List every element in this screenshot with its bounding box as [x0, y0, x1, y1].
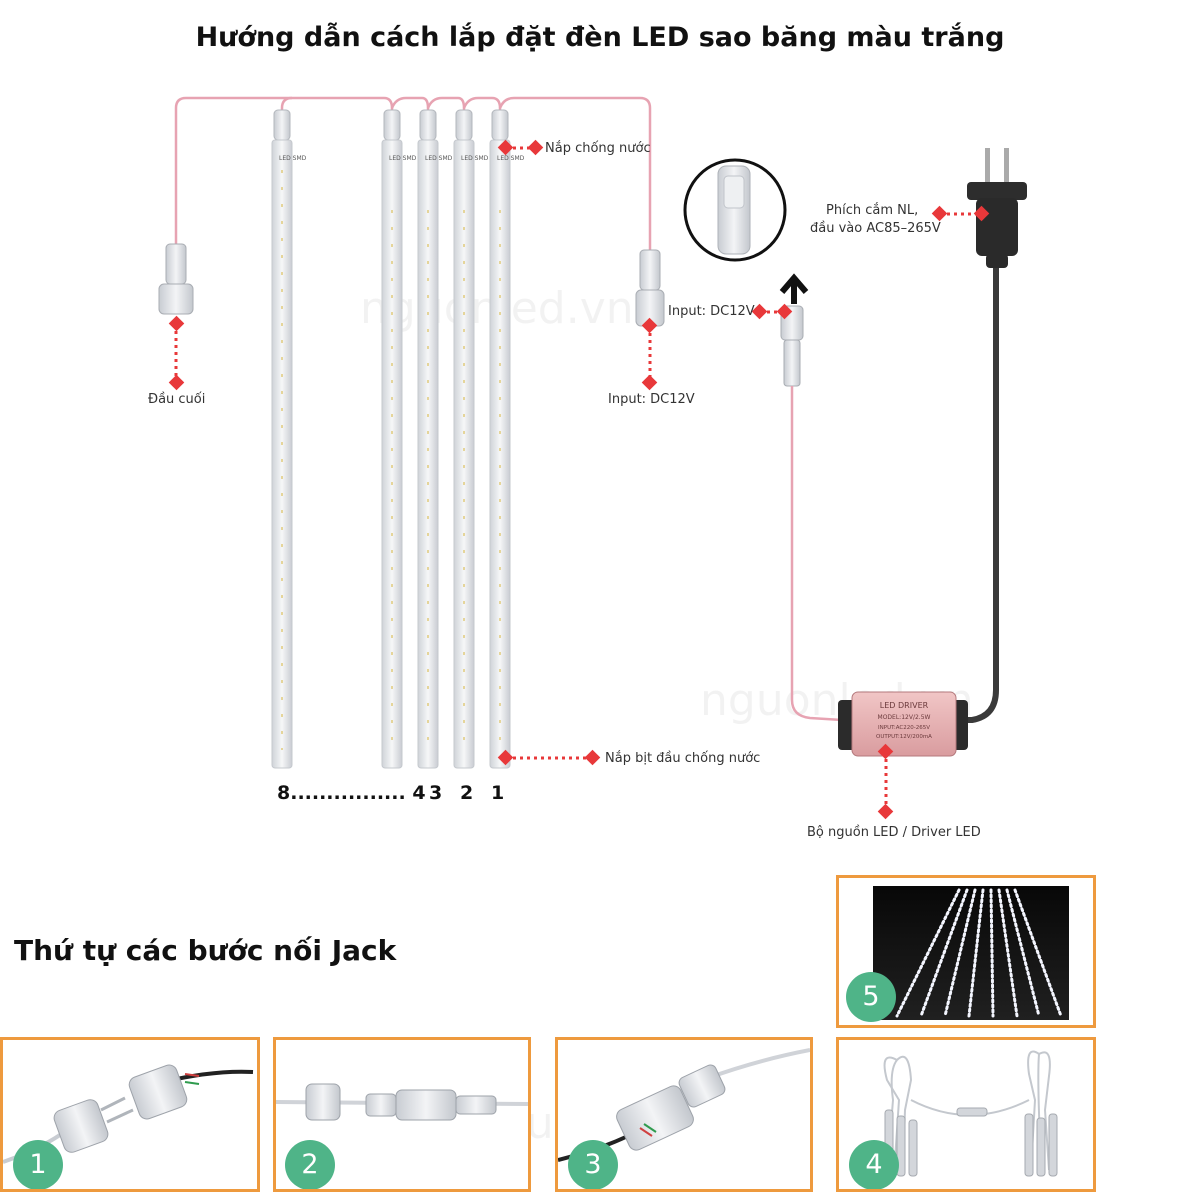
- tube-print-1: LED SMD: [497, 155, 525, 162]
- driver-label-3: INPUT:AC220-265V: [878, 725, 930, 731]
- tube-3: [418, 110, 438, 768]
- step-panel-2: 2: [273, 1037, 531, 1192]
- tube-number-2: 2: [460, 782, 473, 804]
- tube-print-4: LED SMD: [389, 155, 417, 162]
- tube-print-3: LED SMD: [425, 155, 453, 162]
- driver-label-1: LED DRIVER: [880, 701, 929, 710]
- label-input-left: Input: DC12V: [608, 392, 695, 407]
- power-cord: [962, 265, 996, 720]
- step-panel-5: 5: [836, 875, 1096, 1028]
- power-plug: [967, 148, 1027, 268]
- top-wiring: [176, 98, 650, 250]
- step-badge-2: 2: [285, 1140, 335, 1190]
- step-badge-1: 1: [13, 1140, 63, 1190]
- driver-label-4: OUTPUT:12V/200mA: [876, 734, 932, 740]
- label-driver: Bộ nguồn LED / Driver LED: [807, 825, 981, 840]
- step-badge-3: 3: [568, 1140, 618, 1190]
- driver-dc-wire: [792, 386, 842, 720]
- step-panel-1: 1: [0, 1037, 260, 1192]
- driver-label-2: MODEL:12V/2.5W: [878, 714, 931, 721]
- step-panel-4: 4: [836, 1037, 1096, 1192]
- label-plug: Phích cắm NL,: [826, 203, 918, 218]
- steps-title: Thứ tự các bước nối Jack: [14, 934, 396, 967]
- step-badge-4: 4: [849, 1140, 899, 1190]
- step-panel-3: 3: [555, 1037, 813, 1192]
- label-input-right: Input: DC12V: [668, 304, 755, 319]
- tube-number-3: 3: [429, 782, 442, 804]
- tube-2: [454, 110, 474, 768]
- tube-print-2: LED SMD: [461, 155, 489, 162]
- arrow-up-icon: [782, 278, 806, 304]
- step-badge-5: 5: [846, 972, 896, 1022]
- tube-number-1: 1: [491, 782, 504, 804]
- tube-8: [272, 110, 292, 768]
- label-waterproof-cap: Nắp chống nước: [545, 141, 651, 156]
- wiring-diagram: LED SMD LED SMD LED SMD LED SMD LED SMD: [0, 0, 1200, 870]
- label-plug-input: đầu vào AC85–265V: [810, 221, 941, 236]
- label-end: Đầu cuối: [148, 392, 205, 407]
- led-driver-box: LED DRIVER MODEL:12V/2.5W INPUT:AC220-26…: [838, 692, 968, 756]
- input-connector-a: [636, 250, 664, 326]
- label-end-cap: Nắp bịt đầu chống nước: [605, 751, 760, 766]
- tube-number-range: 8................ 4: [277, 782, 426, 804]
- connector-zoom: [685, 160, 785, 260]
- end-connector: [159, 244, 193, 314]
- tube-1: [490, 110, 510, 768]
- tube-print-8: LED SMD: [279, 155, 307, 162]
- tube-4: [382, 110, 402, 768]
